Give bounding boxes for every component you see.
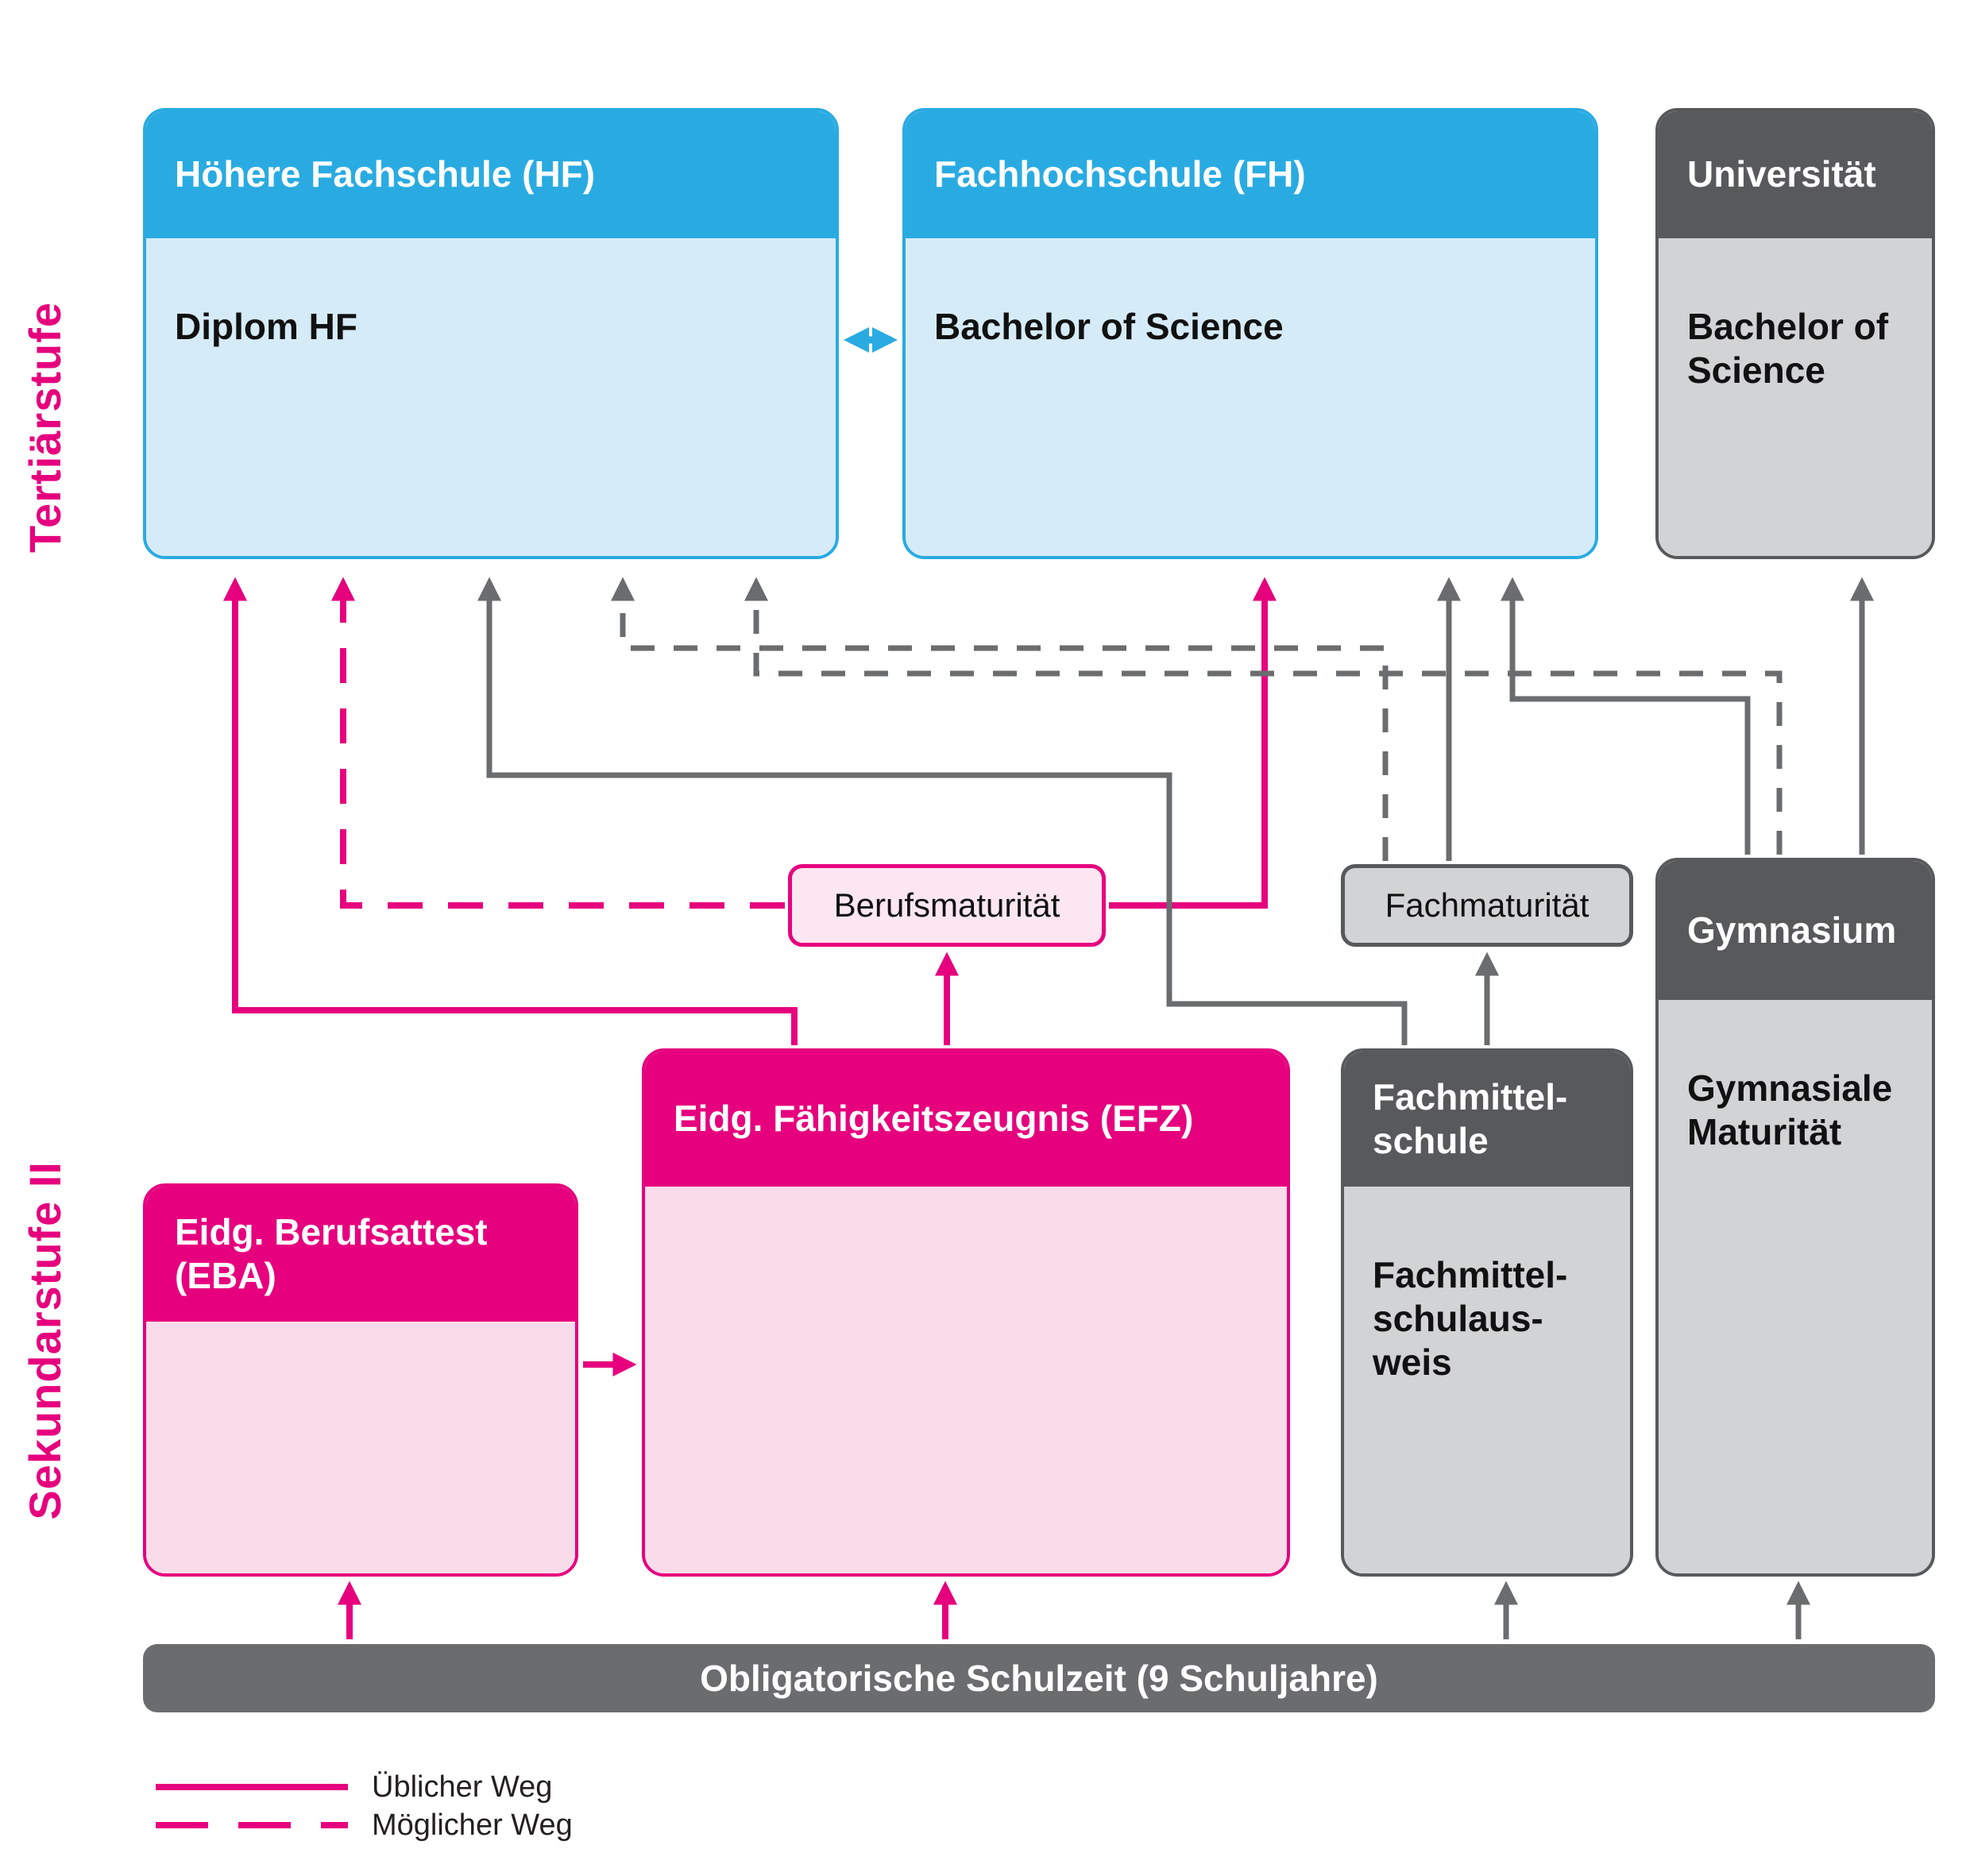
box-eba: Eidg. Berufsattest (EBA) [143, 1183, 578, 1577]
edge-fachmittelschule-to-hf [477, 577, 1408, 1045]
box-fachhochschule-title: Fachhochschule (FH) [906, 111, 1595, 238]
box-fachmittelschule: Fachmittel- schule Fachmittel- schulaus-… [1341, 1048, 1633, 1577]
box-fachmaturitaet: Fachmaturität [1341, 864, 1633, 947]
box-fachhochschule-body: Bachelor of Science [906, 238, 1595, 556]
edge-fachmaturitaet-to-hf-possible [611, 577, 1389, 861]
box-efz-body [645, 1187, 1287, 1573]
box-eba-title: Eidg. Berufsattest (EBA) [146, 1187, 575, 1322]
box-universitaet-title: Universität [1659, 111, 1932, 238]
obligatorische-schulzeit-bar: Obligatorische Schulzeit (9 Schuljahre) [143, 1644, 1935, 1712]
legend-usual-label: Üblicher Weg [372, 1770, 553, 1804]
box-berufsmaturitaet-label: Berufsmaturität [833, 886, 1060, 924]
box-fachhochschule: Fachhochschule (FH) Bachelor of Science [902, 108, 1598, 559]
edge-berufsmaturitaet-to-fh [1109, 577, 1277, 909]
box-fachmittelschule-title: Fachmittel- schule [1344, 1052, 1630, 1187]
box-hoehere-fachschule-body: Diplom HF [146, 238, 836, 556]
edge-gymnasium-to-hf-possible [744, 577, 1783, 855]
box-efz-title: Eidg. Fähigkeitszeugnis (EFZ) [645, 1052, 1287, 1187]
box-gymnasium-body: Gymnasiale Maturität [1659, 1000, 1932, 1573]
box-gymnasium: Gymnasium Gymnasiale Maturität [1655, 858, 1935, 1577]
legend-possible-label: Möglicher Weg [372, 1808, 573, 1842]
box-fachmittelschule-body: Fachmittel- schulaus- weis [1344, 1187, 1630, 1573]
box-berufsmaturitaet: Berufsmaturität [788, 864, 1106, 947]
box-eba-body [146, 1322, 575, 1573]
stage-label-secondary: Sekundarstufe II [20, 1161, 70, 1520]
box-gymnasium-title: Gymnasium [1659, 861, 1932, 1000]
edge-gymnasium-to-fh [1501, 577, 1751, 855]
box-efz: Eidg. Fähigkeitszeugnis (EFZ) [642, 1048, 1290, 1577]
box-universitaet: Universität Bachelor of Science [1655, 108, 1935, 559]
box-hoehere-fachschule-title: Höhere Fachschule (HF) [146, 111, 836, 238]
obligatorische-schulzeit-label: Obligatorische Schulzeit (9 Schuljahre) [700, 1658, 1378, 1699]
box-universitaet-body: Bachelor of Science [1659, 238, 1932, 556]
box-hoehere-fachschule: Höhere Fachschule (HF) Diplom HF [143, 108, 839, 559]
edge-berufsmaturitaet-to-hf-possible [331, 577, 785, 909]
edge-efz-to-hf [223, 577, 798, 1045]
stage-label-tertiary: Tertiärstufe [20, 302, 70, 553]
box-fachmaturitaet-label: Fachmaturität [1385, 886, 1590, 924]
